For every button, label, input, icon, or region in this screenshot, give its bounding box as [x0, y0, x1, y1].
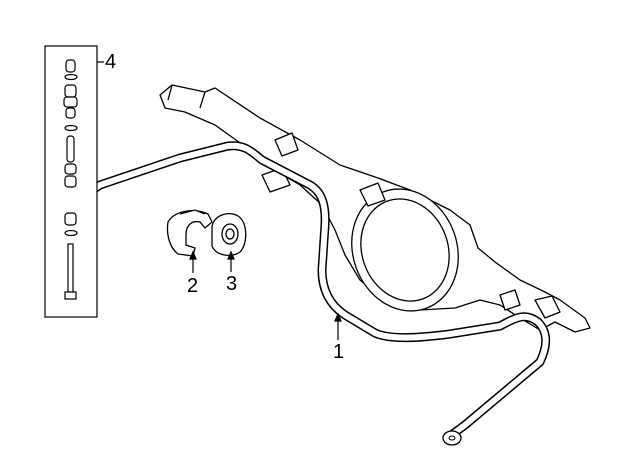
bar-bushing: [211, 213, 247, 257]
axle-housing: [159, 84, 591, 333]
leader-lines: [97, 61, 342, 340]
bar-bracket: [166, 209, 213, 257]
link-kit: [44, 45, 98, 318]
callout-3: 3: [226, 273, 238, 295]
callout-1: 1: [333, 341, 345, 363]
callout-4: 4: [105, 51, 117, 73]
callout-2: 2: [187, 275, 199, 297]
